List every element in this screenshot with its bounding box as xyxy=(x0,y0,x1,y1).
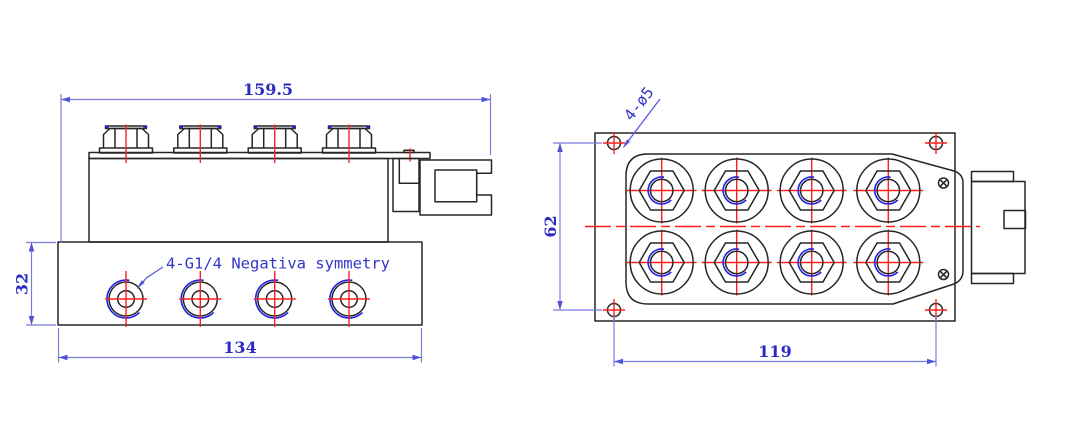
hole-label: 4-ø5 xyxy=(620,84,657,124)
port-leader: 4-G1/4 Negativa symmetry xyxy=(136,255,390,289)
dim-overall-length: 159.5 xyxy=(60,80,492,243)
dim-block-length-text: 134 xyxy=(223,338,256,357)
base-block-side xyxy=(57,241,423,326)
side-view: 4-G1/4 Negativa symmetry 159.5 32 xyxy=(13,80,493,363)
dim-block-height-text: 32 xyxy=(13,273,32,295)
dim-block-height: 32 xyxy=(13,241,56,326)
top-port xyxy=(625,156,698,225)
port-label: 4-G1/4 Negativa symmetry xyxy=(166,255,390,273)
top-port xyxy=(700,156,773,225)
valve-body-side xyxy=(88,157,389,243)
solenoid-nut xyxy=(247,123,302,164)
dim-119-text: 119 xyxy=(758,342,791,361)
side-port xyxy=(327,270,371,328)
cover-screw xyxy=(937,268,950,281)
plate-tab xyxy=(403,149,415,154)
top-port xyxy=(700,228,773,297)
solenoid-nut xyxy=(98,123,154,164)
cover-screw xyxy=(937,177,950,189)
top-port xyxy=(775,156,848,225)
dim-overall-length-text: 159.5 xyxy=(243,80,293,99)
top-view: 4-ø5 62 119 xyxy=(541,84,1027,367)
hole-leader: 4-ø5 xyxy=(620,84,661,149)
corner-hole xyxy=(602,131,626,155)
side-port xyxy=(178,270,223,328)
top-port xyxy=(852,228,925,297)
valve-body-top xyxy=(625,153,964,305)
side-port xyxy=(104,270,148,328)
connector-top xyxy=(970,170,1027,285)
corner-hole xyxy=(924,131,948,155)
solenoid-nut xyxy=(173,123,228,164)
side-port xyxy=(252,270,297,328)
dim-hole-spacing-horizontal: 119 xyxy=(613,316,937,367)
dim-62-text: 62 xyxy=(541,215,560,237)
connector-side xyxy=(392,157,493,216)
top-port xyxy=(625,228,698,297)
top-port xyxy=(852,156,925,225)
dim-hole-spacing-vertical: 62 xyxy=(541,142,602,311)
dim-block-length: 134 xyxy=(57,328,423,363)
solenoid-nut xyxy=(321,123,377,164)
top-port xyxy=(775,228,848,297)
